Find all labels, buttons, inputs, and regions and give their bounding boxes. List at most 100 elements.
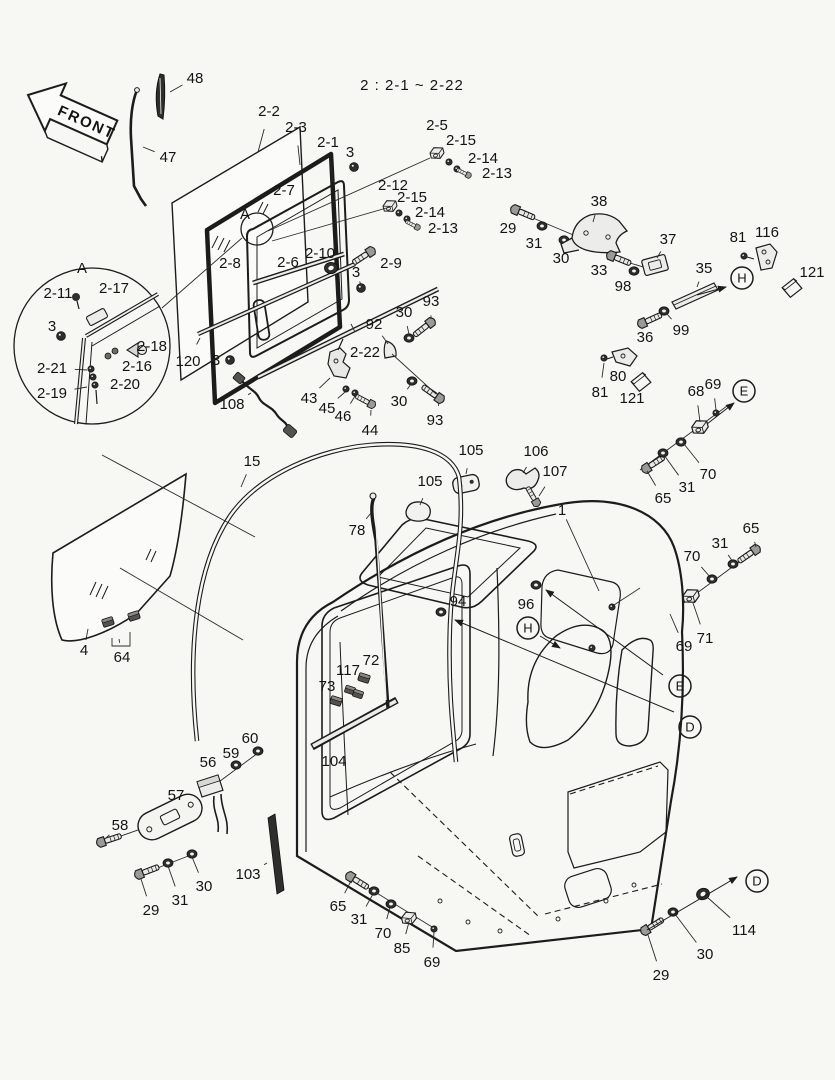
part-label: 30	[196, 878, 213, 895]
corner-bracket-2-17-icon	[85, 308, 109, 326]
screw-3-icon	[56, 331, 66, 341]
part-label: 114	[732, 922, 756, 939]
part-label: 85	[394, 940, 411, 957]
windshield-opening-outer	[321, 564, 471, 821]
leader-lines	[74, 84, 757, 962]
block-37-icon	[641, 254, 669, 276]
leader-line	[74, 386, 88, 390]
part-label: 44	[362, 422, 379, 439]
bracket-116-icon	[755, 243, 778, 271]
part-label: 120	[175, 353, 200, 370]
view-arrow	[696, 285, 727, 296]
plug-2-11-icon	[72, 293, 80, 301]
part-label: 121	[799, 264, 824, 281]
part-label: 2-6	[277, 254, 299, 271]
part-label: 93	[423, 293, 440, 310]
part-label: 98	[615, 278, 632, 295]
part-label: 46	[335, 408, 352, 425]
cab-body	[267, 467, 685, 953]
part-label: 70	[700, 466, 717, 483]
rail-35-icon	[671, 282, 719, 310]
part-label: 99	[673, 322, 690, 339]
part-label: 2-14	[415, 204, 445, 221]
bolt-93-icon	[410, 315, 438, 340]
rear-quarter-window	[615, 637, 654, 747]
nut-30-icon	[186, 849, 198, 859]
part-label: 117	[336, 662, 360, 679]
part-label: 3	[346, 144, 354, 161]
washer-2-15-icon	[395, 209, 403, 217]
door-glass-4	[50, 472, 187, 642]
latch-43-icon	[327, 347, 351, 379]
screw-94-icon	[435, 607, 447, 617]
part-label: 3	[212, 352, 220, 369]
window-frame-inner	[256, 189, 343, 349]
part-label: 2-15	[446, 132, 476, 149]
leader-line	[538, 486, 546, 497]
side-panel-step	[567, 761, 669, 869]
view-letter-circle	[730, 266, 754, 290]
sheet-range-title: 2 : 2-1 ~ 2-22	[360, 77, 464, 94]
part-label: 30	[553, 250, 570, 267]
side-window-opening	[525, 624, 612, 749]
part-label: 2-9	[380, 255, 402, 272]
part-label: 29	[500, 220, 517, 237]
leader-line	[386, 906, 391, 920]
leader-line	[167, 865, 176, 887]
side-panel-cutout	[564, 867, 612, 909]
leader-line	[727, 554, 734, 563]
part-label: 78	[349, 522, 366, 539]
leader-line	[406, 383, 412, 390]
leader-line	[196, 337, 201, 345]
part-label: 33	[591, 262, 608, 279]
leader-line	[714, 398, 717, 411]
part-label: 31	[351, 911, 368, 928]
part-label: 73	[319, 678, 336, 695]
leader-line	[669, 613, 679, 633]
part-label: 2-13	[482, 165, 512, 182]
leader-line	[601, 362, 605, 378]
half-cap-92-icon	[383, 340, 397, 359]
screw-81-icon	[600, 354, 608, 362]
part-label: 2-17	[99, 280, 129, 297]
part-label: 93	[427, 412, 444, 429]
part-label: 58	[112, 817, 129, 834]
leader-line	[297, 145, 301, 166]
leader-line	[365, 512, 372, 520]
clamp-2-5-icon	[428, 144, 446, 162]
bolt-107-icon	[523, 484, 543, 509]
part-label: 121	[619, 390, 644, 407]
part-label: 36	[637, 329, 654, 346]
harness-108-icon	[241, 380, 290, 429]
leader-line	[692, 602, 701, 625]
hidden-edge-dashes	[389, 765, 663, 937]
leader-line	[465, 468, 468, 475]
part-label: 31	[172, 892, 189, 909]
leader-line	[74, 368, 88, 371]
a-pillar-inner	[305, 615, 339, 852]
plate-group	[94, 746, 264, 881]
glass-reflection-marks	[89, 548, 157, 600]
nut-30-icon	[406, 376, 418, 386]
leader-line	[257, 128, 265, 153]
front-direction-arrow: FRONT	[26, 81, 119, 163]
part-label: 92	[366, 316, 383, 333]
view-arrow	[646, 876, 738, 931]
part-label: 81	[592, 384, 609, 401]
washer-69-icon	[430, 925, 438, 933]
bolt-36-icon	[635, 310, 664, 330]
nut-60-icon	[252, 746, 264, 756]
leader-line	[169, 84, 183, 93]
leader-line	[697, 405, 701, 423]
plate-105-icon	[452, 473, 480, 495]
part-label: 70	[375, 925, 392, 942]
leader-line	[754, 541, 757, 548]
part-label: 15	[244, 453, 261, 470]
screw-2-16-icon	[104, 352, 112, 360]
floor-interior-edge	[329, 743, 477, 798]
part-label: 2-13	[428, 220, 458, 237]
part-label: 68	[688, 383, 705, 400]
